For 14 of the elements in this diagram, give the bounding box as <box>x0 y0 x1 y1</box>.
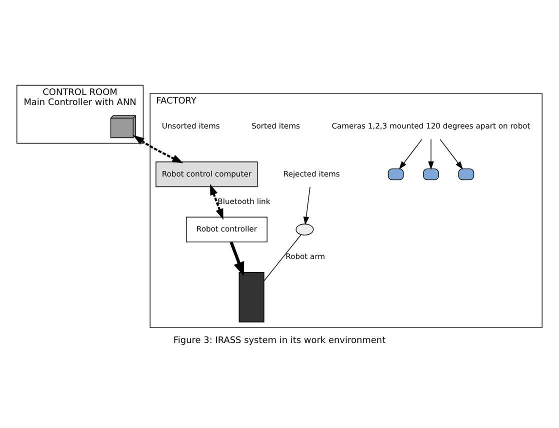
arrow <box>398 138 422 170</box>
caption: Figure 3: IRASS system in its work environment <box>173 336 386 346</box>
connector <box>264 234 302 282</box>
node-box <box>238 272 264 322</box>
node-camera <box>423 168 439 180</box>
arrow <box>428 138 434 170</box>
arrow <box>230 242 244 276</box>
arrow <box>303 186 310 226</box>
node-camera <box>458 168 474 180</box>
arrow <box>133 135 184 164</box>
node-ellipse <box>296 224 314 236</box>
node-camera <box>388 168 404 180</box>
arrow <box>210 184 224 220</box>
arrow <box>440 138 464 170</box>
